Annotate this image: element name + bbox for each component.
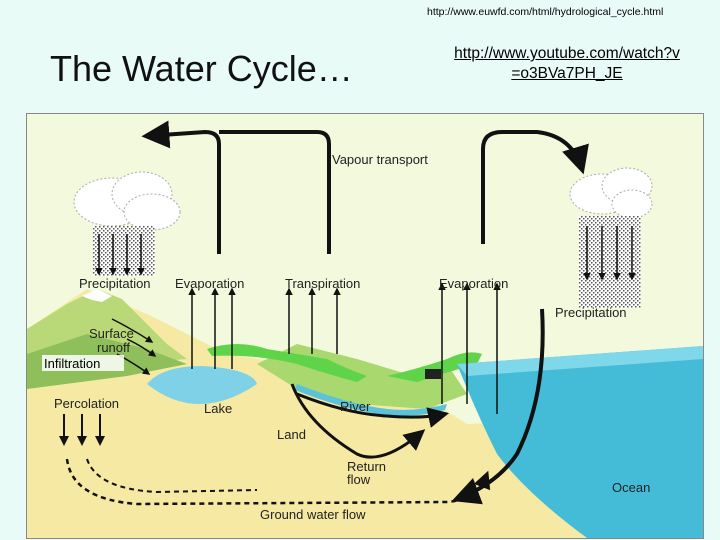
label-land: Land (277, 427, 306, 442)
water-cycle-diagram: Vapour transport Precipitation Evaporati… (26, 113, 704, 539)
label-percolation: Percolation (54, 396, 119, 411)
label-lake: Lake (204, 401, 232, 416)
label-transpiration: Transpiration (285, 276, 360, 291)
video-link[interactable]: http://www.youtube.com/watch?v =o3BVa7PH… (422, 44, 712, 84)
label-surface-runoff-2: runoff (97, 340, 130, 355)
label-evaporation-left: Evaporation (175, 276, 244, 291)
video-link-line-2[interactable]: =o3BVa7PH_JE (422, 64, 712, 84)
house (425, 369, 441, 379)
label-vapour-transport: Vapour transport (332, 152, 428, 167)
rain-left (93, 226, 155, 276)
label-return-flow-2: flow (347, 472, 371, 487)
water-cycle-svg: Vapour transport Precipitation Evaporati… (27, 114, 703, 538)
label-infiltration: Infiltration (44, 356, 100, 371)
label-precipitation-left: Precipitation (79, 276, 151, 291)
label-river: River (340, 399, 371, 414)
label-ground-water-flow: Ground water flow (260, 507, 366, 522)
source-url[interactable]: http://www.euwfd.com/html/hydrological_c… (427, 6, 663, 18)
video-link-line-1[interactable]: http://www.youtube.com/watch?v (422, 44, 712, 64)
slide-title: The Water Cycle… (50, 48, 353, 90)
label-precipitation-right: Precipitation (555, 305, 627, 320)
label-evaporation-right: Evaporation (439, 276, 508, 291)
label-ocean: Ocean (612, 480, 650, 495)
label-surface-runoff-1: Surface (89, 326, 134, 341)
